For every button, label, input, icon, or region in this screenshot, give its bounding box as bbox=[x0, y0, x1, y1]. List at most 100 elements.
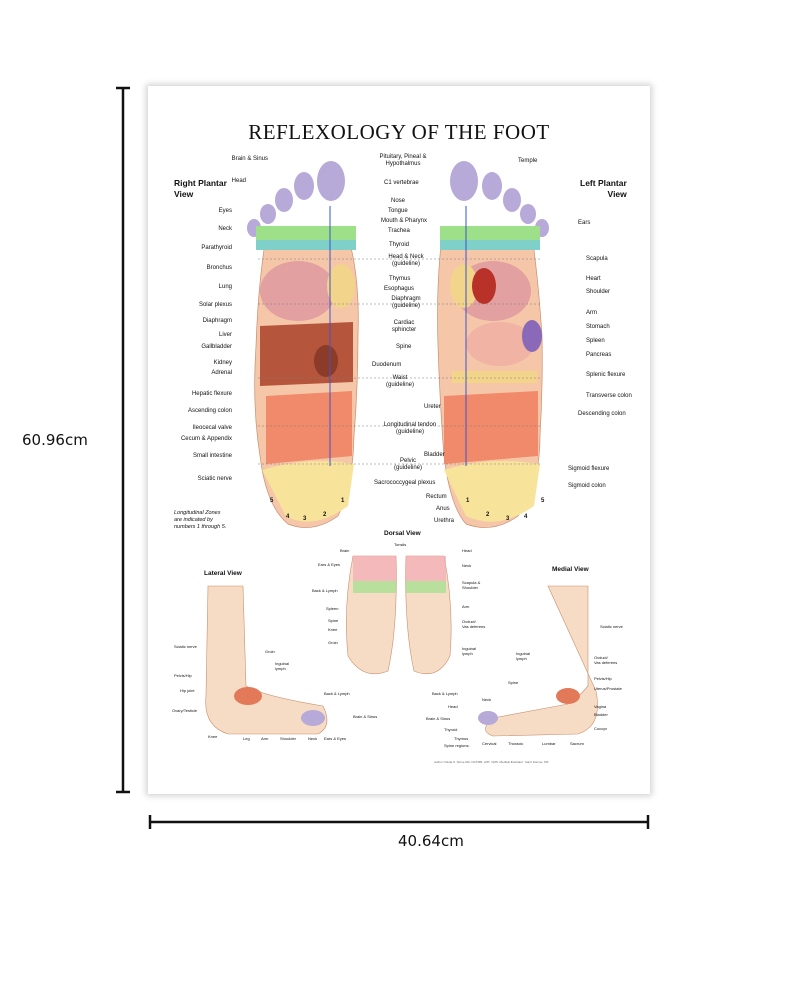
lateral-view-title: Lateral View bbox=[204, 570, 242, 577]
lateral-label-arm: Arm bbox=[261, 736, 268, 741]
medial-view-title: Medial View bbox=[552, 566, 589, 573]
label-cecum-appendix: Cecum & Appendix bbox=[168, 436, 232, 443]
medial-label-lumbar: Lumbar bbox=[542, 741, 556, 746]
label-descending-colon: Descending colon bbox=[578, 411, 626, 418]
zones-note-1: Longitudinal Zones bbox=[174, 510, 220, 516]
lateral-label-leg: Leg bbox=[243, 736, 250, 741]
dorsal-feet-drawing bbox=[346, 556, 451, 674]
lateral-label-ovary: Ovary/Testicle bbox=[172, 708, 197, 713]
label-small-intestine: Small intestine bbox=[168, 453, 232, 460]
label-thymus: Thymus bbox=[389, 276, 410, 283]
label-head: Head bbox=[168, 178, 246, 185]
label-temple: Temple bbox=[518, 158, 537, 165]
label-transverse-colon: Transverse colon bbox=[586, 393, 632, 400]
label-esophagus: Esophagus bbox=[384, 286, 414, 293]
label-head-neck-guide: Head & Neck(guideline) bbox=[382, 254, 430, 268]
height-dimension-label: 60.96cm bbox=[22, 431, 88, 449]
dorsal-view-title: Dorsal View bbox=[384, 530, 421, 537]
label-nose: Nose bbox=[391, 198, 405, 205]
label-c1-vertebrae: C1 vertebrae bbox=[384, 180, 419, 187]
label-pancreas: Pancreas bbox=[586, 352, 611, 359]
label-urethra: Urethra bbox=[434, 518, 454, 525]
lateral-label-ears-eyes: Ears & Eyes bbox=[324, 736, 346, 741]
label-scapula: Scapula bbox=[586, 256, 608, 263]
medial-label-uterus: Uterus/Prostate bbox=[594, 686, 622, 691]
label-pelvic-guide: Pelvic(guideline) bbox=[388, 458, 428, 472]
dorsal-label-ovduct: Ovduct/Vas deferens bbox=[462, 619, 485, 629]
medial-label-vagina: Vagina bbox=[594, 704, 606, 709]
label-ears: Ears bbox=[578, 220, 590, 227]
medial-label-sciatic: Sciatic nerve bbox=[600, 624, 623, 629]
lateral-label-back-lymph: Back & Lymph bbox=[324, 691, 350, 696]
label-diaphragm-guide-1: Diaphragm bbox=[391, 296, 420, 302]
lateral-label-shoulder: Shoulder bbox=[280, 736, 296, 741]
label-solar-plexus: Solar plexus bbox=[168, 302, 232, 309]
label-pelvic-2: (guideline) bbox=[394, 465, 422, 471]
medial-label-thoracic: Thoracic bbox=[508, 741, 523, 746]
dorsal-label-ears-eyes: Ears & Eyes bbox=[318, 562, 340, 567]
label-thyroid: Thyroid bbox=[389, 242, 409, 249]
label-hepatic-flexure: Hepatic flexure bbox=[168, 391, 232, 398]
label-brain-sinus: Brain & Sinus bbox=[188, 156, 268, 163]
medial-label-inguinal: Inguinallymph bbox=[516, 651, 530, 661]
zone-right-4: 4 bbox=[286, 514, 289, 521]
label-lung: Lung bbox=[168, 284, 232, 291]
dorsal-label-spleen: Spleen bbox=[326, 606, 338, 611]
label-ureter: Ureter bbox=[424, 404, 441, 411]
medial-label-back-lymph: Back & Lymph bbox=[432, 691, 458, 696]
zone-right-3: 3 bbox=[303, 516, 306, 523]
medial-label-spine-regions: Spine regions: bbox=[444, 743, 470, 748]
zone-left-3: 3 bbox=[506, 516, 509, 523]
label-stomach: Stomach bbox=[586, 324, 610, 331]
right-foot bbox=[247, 161, 358, 528]
label-eyes: Eyes bbox=[168, 208, 232, 215]
medial-foot-drawing bbox=[478, 586, 598, 736]
width-dimension-label: 40.64cm bbox=[398, 832, 464, 850]
dorsal-label-head: Head bbox=[462, 548, 472, 553]
label-splenic-flexure: Splenic flexure bbox=[586, 372, 625, 379]
label-pelvic-1: Pelvic bbox=[400, 458, 416, 464]
medial-label-head: Head bbox=[448, 704, 458, 709]
medial-label-sacrum: Sacrum bbox=[570, 741, 584, 746]
label-neck: Neck bbox=[168, 226, 232, 233]
zone-left-4: 4 bbox=[524, 514, 527, 521]
dorsal-label-neck: Neck bbox=[462, 563, 471, 568]
lateral-label-neck: Neck bbox=[308, 736, 317, 741]
label-parathyroid: Parathyroid bbox=[168, 245, 232, 252]
label-pituitary-1: Pituitary, Pineal & bbox=[380, 154, 427, 160]
reflexology-poster: REFLEXOLOGY OF THE FOOT Right Plantar Vi… bbox=[148, 86, 650, 794]
zones-note-3: numbers 1 through 5. bbox=[174, 524, 226, 530]
poster-credit: Author: Paula S. Stone MA, NCTMB, LMT, C… bbox=[434, 760, 549, 764]
dorsal-label-groin: Groin bbox=[328, 640, 338, 645]
zones-note-2: are indicated by bbox=[174, 517, 213, 523]
label-tongue: Tongue bbox=[388, 208, 408, 215]
lateral-foot-drawing bbox=[206, 586, 327, 734]
label-trachea: Trachea bbox=[388, 228, 410, 235]
label-sacrococcygeal: Sacrococcygeal plexus bbox=[374, 480, 435, 487]
zones-note: Longitudinal Zones are indicated by numb… bbox=[174, 510, 226, 531]
label-head-neck-1: Head & Neck bbox=[388, 254, 423, 260]
label-waist-2: (guideline) bbox=[386, 382, 414, 388]
label-cardiac-2: sphincter bbox=[392, 327, 416, 333]
dorsal-label-spine: Spine bbox=[328, 618, 338, 623]
medial-label-inguinal-2: lymph bbox=[516, 656, 527, 661]
label-spleen: Spleen bbox=[586, 338, 605, 345]
medial-label-coccyx: Coccyx bbox=[594, 726, 607, 731]
label-kidney: Kidney bbox=[168, 360, 232, 367]
label-spine: Spine bbox=[396, 344, 411, 351]
label-shoulder: Shoulder bbox=[586, 289, 610, 296]
medial-label-cervical: Cervical bbox=[482, 741, 496, 746]
label-anus: Anus bbox=[436, 506, 450, 513]
label-gallbladder: Gallbladder bbox=[168, 344, 232, 351]
lateral-label-hip-joint: Hip joint bbox=[180, 688, 194, 693]
label-longitudinal-tendon: Longitudinal tendon(guideline) bbox=[380, 422, 440, 436]
dorsal-label-inguinal: Inguinallymph bbox=[462, 646, 476, 656]
label-tendon-2: (guideline) bbox=[396, 429, 424, 435]
dorsal-label-arm: Arm bbox=[462, 604, 469, 609]
dorsal-label-back-lymph: Back & Lymph bbox=[312, 588, 338, 593]
label-ascending-colon: Ascending colon bbox=[168, 408, 232, 415]
label-bronchus: Bronchus bbox=[168, 265, 232, 272]
dorsal-label-ovduct-2: Vas deferens bbox=[462, 624, 485, 629]
dorsal-label-knee: Knee bbox=[328, 627, 337, 632]
